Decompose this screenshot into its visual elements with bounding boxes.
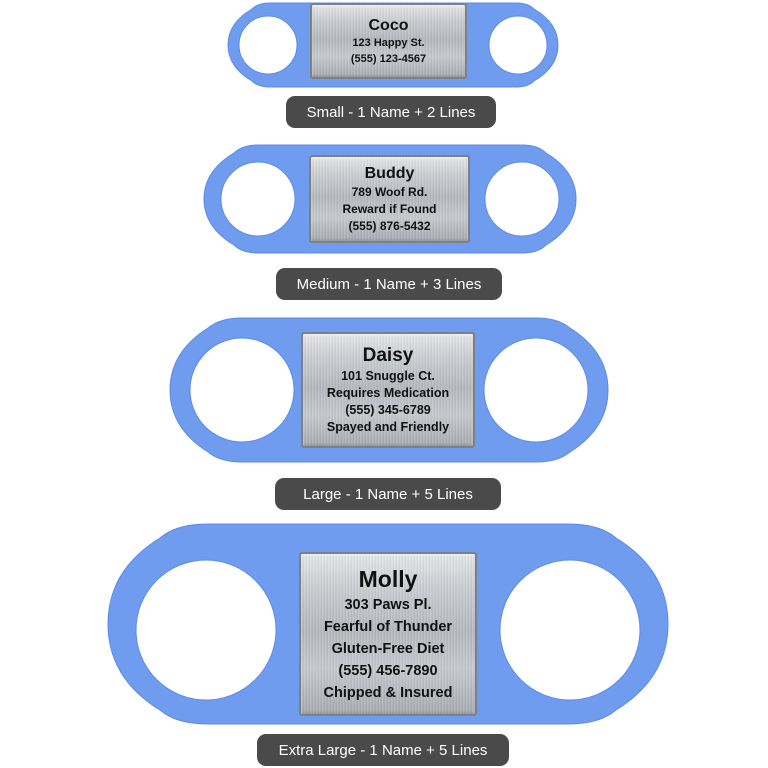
- engraved-line: 123 Happy St.: [352, 36, 425, 49]
- engraved-line: 789 Woof Rd.: [351, 184, 428, 199]
- size-caption-extra-large: Extra Large - 1 Name + 5 Lines: [257, 734, 509, 766]
- engraved-line: (555) 123-4567: [350, 52, 427, 65]
- tag-large: Daisy 101 Snuggle Ct. Requires Medicatio…: [169, 317, 609, 463]
- engraved-line: (555) 345-6789: [345, 403, 431, 417]
- pet-name: Daisy: [362, 345, 414, 366]
- tag-small: Coco 123 Happy St. (555) 123-4567: [227, 2, 559, 88]
- engraved-line: Fearful of Thunder: [323, 619, 453, 635]
- engraved-line: Gluten-Free Diet: [331, 641, 445, 657]
- engraved-plate-large: Daisy 101 Snuggle Ct. Requires Medicatio…: [301, 332, 475, 448]
- engraved-line: 303 Paws Pl.: [344, 597, 432, 613]
- engraved-plate-extra-large: Molly 303 Paws Pl. Fearful of Thunder Gl…: [299, 552, 477, 716]
- engraved-plate-small: Coco 123 Happy St. (555) 123-4567: [310, 3, 467, 79]
- pet-name: Buddy: [364, 164, 415, 182]
- pet-name: Molly: [358, 566, 418, 592]
- size-caption-small: Small - 1 Name + 2 Lines: [286, 96, 496, 128]
- engraved-line: (555) 876-5432: [348, 218, 431, 233]
- engraved-line: Chipped & Insured: [323, 685, 453, 701]
- engraved-plate-medium: Buddy 789 Woof Rd. Reward if Found (555)…: [309, 155, 470, 243]
- tag-extra-large: Molly 303 Paws Pl. Fearful of Thunder Gl…: [107, 523, 669, 725]
- tag-medium: Buddy 789 Woof Rd. Reward if Found (555)…: [203, 144, 577, 254]
- size-caption-large: Large - 1 Name + 5 Lines: [275, 478, 501, 510]
- size-caption-medium: Medium - 1 Name + 3 Lines: [276, 268, 502, 300]
- engraved-line: 101 Snuggle Ct.: [341, 369, 435, 383]
- pet-name: Coco: [368, 16, 409, 34]
- engraved-line: Spayed and Friendly: [326, 420, 450, 434]
- engraved-line: Reward if Found: [342, 201, 437, 216]
- engraved-line: (555) 456-7890: [338, 663, 438, 679]
- engraved-line: Requires Medication: [326, 386, 450, 400]
